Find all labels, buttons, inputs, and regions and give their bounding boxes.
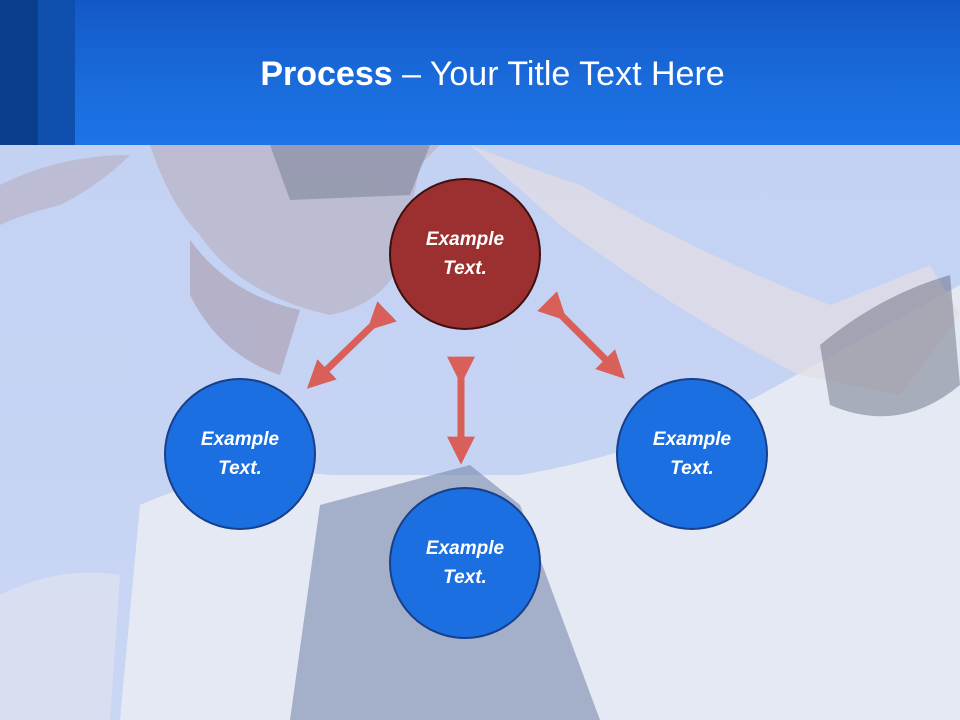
header-stripe-dark <box>0 0 38 145</box>
title-rest: – Your Title Text Here <box>392 55 725 93</box>
node-label: Example Text. <box>425 538 505 588</box>
arrow-top-left <box>306 301 397 389</box>
node-label: Example Text. <box>652 429 732 479</box>
title-bold: Process <box>260 55 393 93</box>
process-node-center[interactable]: Example Text. <box>389 178 541 330</box>
node-label: Example Text. <box>425 229 505 279</box>
process-node-left[interactable]: Example Text. <box>164 378 316 530</box>
process-node-bottom[interactable]: Example Text. <box>389 487 541 639</box>
title-bar: Process – Your Title Text Here <box>0 0 960 145</box>
background-illustration <box>0 145 960 720</box>
slide-title[interactable]: Process – Your Title Text Here <box>0 52 960 96</box>
header-stripe-mid <box>38 0 75 145</box>
arrow-top-right <box>537 291 625 379</box>
node-label: Example Text. <box>200 429 280 479</box>
process-node-right[interactable]: Example Text. <box>616 378 768 530</box>
